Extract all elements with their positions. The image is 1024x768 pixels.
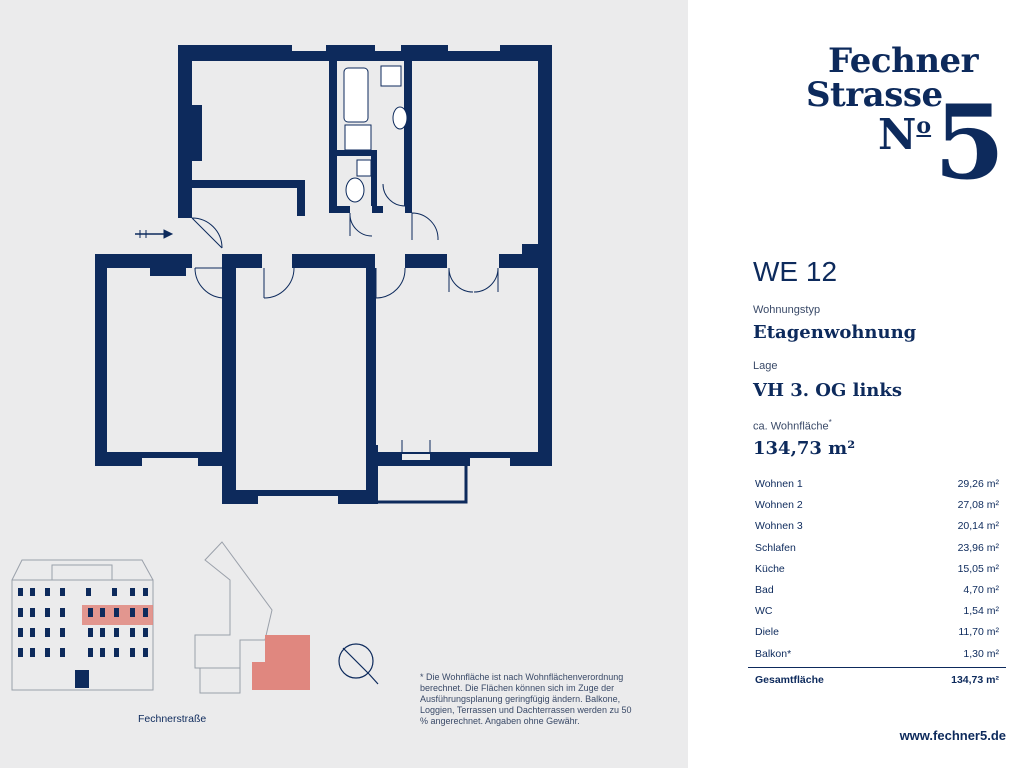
entry-arrow-icon (135, 229, 174, 239)
room-name: Wohnen 1 (755, 478, 803, 490)
total-area: 134,73 m² (951, 673, 999, 686)
brand-number: 5 (934, 83, 1005, 203)
wall (371, 150, 377, 210)
wall (337, 150, 377, 156)
room-name: Balkon* (755, 647, 792, 660)
balcony (374, 462, 468, 504)
room-name: Bad (755, 583, 774, 596)
room-area: 11,70 m² (958, 626, 999, 639)
site-plan (194, 541, 273, 694)
wall (404, 45, 412, 213)
table-row: Balkon* 1,30 m² (748, 644, 1006, 665)
room-name: Wohnen 3 (755, 520, 803, 533)
type-label: Wohnungstyp (753, 304, 821, 316)
table-row: Wohnen 3 20,14 m² (748, 516, 1006, 537)
wall (192, 180, 304, 188)
brand-line2: Strasse (806, 75, 943, 115)
area-label-mark: * (828, 418, 832, 427)
room-area: 1,54 m² (963, 605, 999, 618)
brand-number-prefix: No (878, 110, 932, 159)
type-value: Etagenwohnung (753, 322, 917, 343)
area-label: ca. Wohnfläche* (753, 418, 832, 433)
table-row: Küche 15,05 m² (748, 559, 1006, 580)
wall (95, 254, 107, 466)
table-row: Schlafen 23,96 m² (748, 538, 1006, 559)
table-row: WC 1,54 m² (748, 601, 1006, 622)
table-row: Diele 11,70 m² (748, 622, 1006, 643)
room-area-table: Wohnen 1 29,26 m² Wohnen 2 27,08 m² Wohnen… (748, 474, 1006, 692)
total-name: Gesamtfläche (755, 673, 824, 686)
table-row: Wohnen 2 27,08 m² (748, 495, 1006, 516)
footnote: * Die Wohnfläche ist nach Wohnflächenver… (420, 672, 632, 726)
location-value: VH 3. OG links (753, 380, 902, 401)
wall (178, 45, 192, 255)
area-value: 134,73 m² (753, 438, 856, 459)
table-row: Bad 4,70 m² (748, 580, 1006, 601)
unit-title: WE 12 (753, 256, 838, 287)
room-area: 23,96 m² (957, 541, 999, 554)
room-area: 27,08 m² (957, 499, 999, 512)
location-label: Lage (753, 360, 778, 372)
room-name: Diele (755, 626, 779, 639)
room-area: 29,26 m² (957, 478, 999, 490)
room-name: Wohnen 2 (755, 499, 803, 512)
room-area: 1,30 m² (963, 647, 999, 660)
room-area: 20,14 m² (957, 520, 999, 533)
brand-number-suffix: o (916, 113, 932, 139)
wall (150, 254, 186, 276)
site-highlight (252, 635, 310, 690)
floorplan-panel (0, 0, 688, 768)
wall (297, 180, 305, 216)
brand-line1: Fechner (828, 41, 979, 81)
wall (222, 254, 236, 504)
room-name: Schlafen (755, 541, 796, 554)
facade-sketch (11, 559, 154, 691)
info-panel (688, 0, 1024, 768)
room-area: 15,05 m² (957, 562, 999, 575)
room-name: WC (755, 605, 773, 618)
wall (188, 105, 202, 161)
street-label: Fechnerstraße (138, 713, 207, 725)
table-row: Wohnen 1 29,26 m² (748, 474, 1006, 495)
room-name: Küche (755, 562, 785, 575)
floor-plan (11, 45, 552, 694)
wall (329, 45, 337, 213)
wall (366, 254, 376, 454)
website-link[interactable]: www.fechner5.de (899, 728, 1006, 743)
room-area: 4,70 m² (963, 583, 999, 596)
total-row: Gesamtfläche 134,73 m² (748, 666, 1006, 692)
compass-icon (338, 643, 379, 685)
